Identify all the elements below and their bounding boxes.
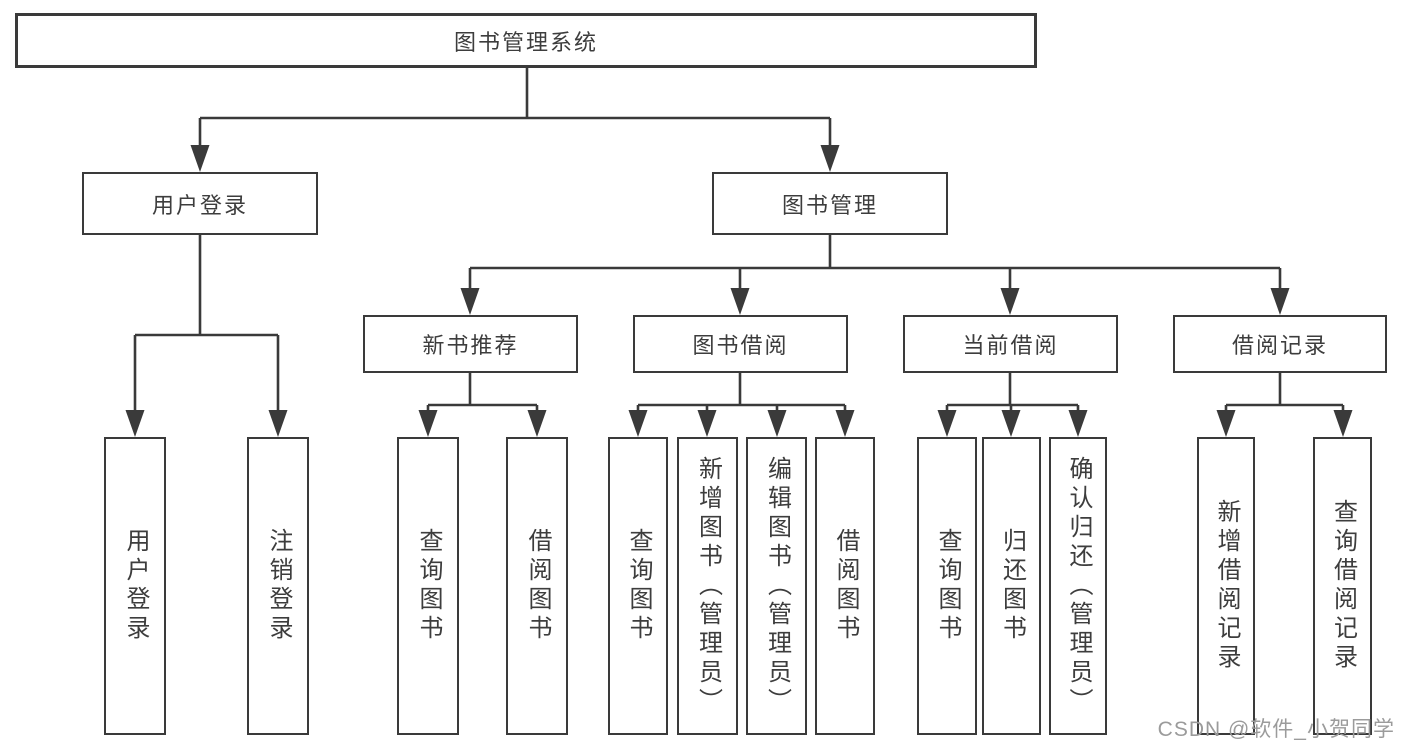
- node-library-system: 图书管理系统: [15, 13, 1037, 68]
- node-book-management: 图书管理: [712, 172, 948, 235]
- node-leaf-borrow-books-1: 借阅图书: [506, 437, 568, 735]
- csdn-watermark: CSDN @软件_小贺同学: [1157, 718, 1395, 741]
- node-leaf-borrow-books-2: 借阅图书: [815, 437, 875, 735]
- node-leaf-user-login: 用户登录: [104, 437, 166, 735]
- node-leaf-add-books-admin: 新增图书（管理员）: [677, 437, 738, 735]
- node-leaf-add-borrow-record: 新增借阅记录: [1197, 437, 1255, 735]
- node-new-book-recommend: 新书推荐: [363, 315, 578, 373]
- node-leaf-query-books-2: 查询图书: [608, 437, 668, 735]
- node-leaf-query-books-1: 查询图书: [397, 437, 459, 735]
- node-leaf-edit-books-admin: 编辑图书（管理员）: [746, 437, 807, 735]
- node-book-borrowing: 图书借阅: [633, 315, 848, 373]
- node-borrowing-records: 借阅记录: [1173, 315, 1387, 373]
- node-leaf-query-borrow-record: 查询借阅记录: [1313, 437, 1372, 735]
- node-leaf-query-books-3: 查询图书: [917, 437, 977, 735]
- node-leaf-return-books: 归还图书: [982, 437, 1041, 735]
- node-current-borrowing: 当前借阅: [903, 315, 1118, 373]
- node-user-login: 用户登录: [82, 172, 318, 235]
- node-leaf-confirm-return-admin: 确认归还（管理员）: [1049, 437, 1107, 735]
- node-leaf-logout: 注销登录: [247, 437, 309, 735]
